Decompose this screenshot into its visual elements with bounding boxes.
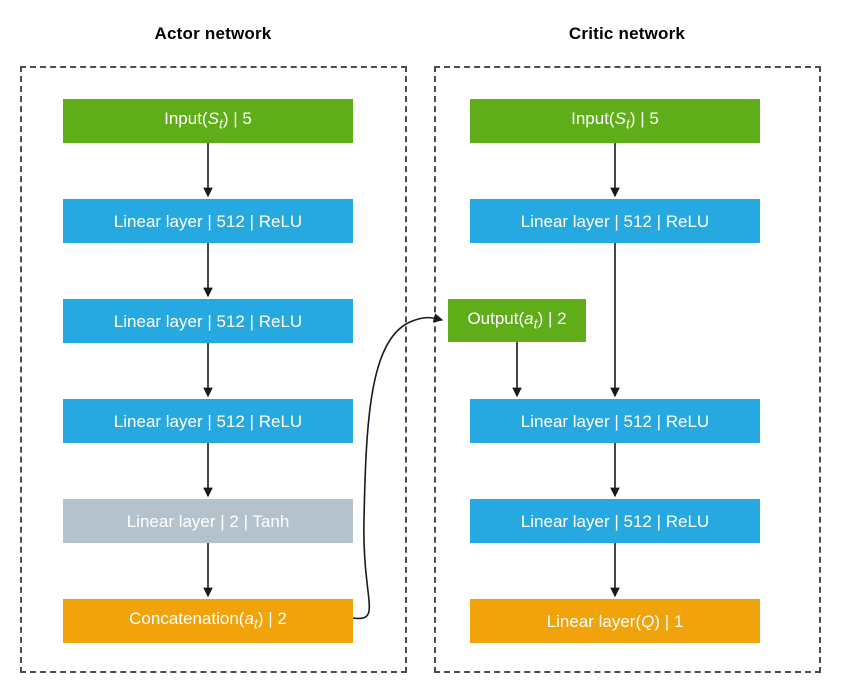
actor-tanh-layer-node[interactable]: Linear layer | 2 | Tanh bbox=[63, 499, 353, 543]
actor-input-label: Input(St) | 5 bbox=[164, 109, 252, 133]
actor-linear-layer-3-label: Linear layer | 512 | ReLU bbox=[113, 411, 303, 431]
actor-tanh-layer-label: Linear layer | 2 | Tanh bbox=[126, 511, 290, 531]
actor-linear-layer-2-label: Linear layer | 512 | ReLU bbox=[113, 311, 303, 331]
critic-output-node[interactable]: Output(at) | 2 bbox=[448, 299, 586, 342]
critic-network-title: Critic network bbox=[568, 24, 686, 43]
actor-concatenation-node[interactable]: Concatenation(at) | 2 bbox=[63, 599, 353, 643]
critic-linear-layer-3-node[interactable]: Linear layer | 512 | ReLU bbox=[470, 499, 760, 543]
critic-linear-layer-2-node[interactable]: Linear layer | 512 | ReLU bbox=[470, 399, 760, 443]
actor-input-node[interactable]: Input(St) | 5 bbox=[63, 99, 353, 143]
critic-network-panel bbox=[434, 66, 821, 673]
actor-linear-layer-3-node[interactable]: Linear layer | 512 | ReLU bbox=[63, 399, 353, 443]
actor-linear-layer-1-label: Linear layer | 512 | ReLU bbox=[113, 211, 303, 231]
critic-q-output-node[interactable]: Linear layer(Q) | 1 bbox=[470, 599, 760, 643]
critic-input-label: Input(St) | 5 bbox=[571, 109, 659, 133]
critic-q-output-label: Linear layer(Q) | 1 bbox=[546, 611, 684, 631]
actor-linear-layer-1-node[interactable]: Linear layer | 512 | ReLU bbox=[63, 199, 353, 243]
critic-linear-layer-1-node[interactable]: Linear layer | 512 | ReLU bbox=[470, 199, 760, 243]
critic-output-label: Output(at) | 2 bbox=[467, 308, 567, 333]
actor-network-panel bbox=[20, 66, 407, 673]
critic-linear-layer-2-label: Linear layer | 512 | ReLU bbox=[520, 411, 710, 431]
critic-linear-layer-1-label: Linear layer | 512 | ReLU bbox=[520, 211, 710, 231]
actor-linear-layer-2-node[interactable]: Linear layer | 512 | ReLU bbox=[63, 299, 353, 343]
critic-linear-layer-3-label: Linear layer | 512 | ReLU bbox=[520, 511, 710, 531]
actor-network-title: Actor network bbox=[154, 24, 272, 43]
critic-input-node[interactable]: Input(St) | 5 bbox=[470, 99, 760, 143]
actor-concatenation-label: Concatenation(at) | 2 bbox=[129, 609, 287, 633]
